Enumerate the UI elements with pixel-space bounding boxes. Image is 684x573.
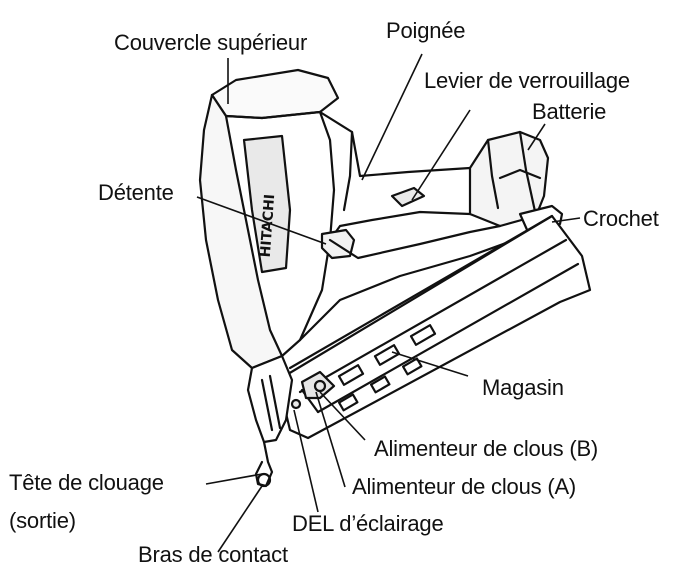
label-nose-head-exit: (sortie): [9, 508, 76, 533]
nose-shape: [246, 354, 294, 444]
label-trigger: Détente: [98, 180, 174, 205]
lock-lever-shape: [390, 186, 426, 208]
label-battery: Batterie: [532, 99, 607, 124]
label-handle: Poignée: [386, 18, 466, 43]
nail-feeder-shape: [300, 370, 336, 400]
led-light-shape: [290, 398, 302, 410]
label-hook: Crochet: [583, 206, 659, 231]
label-nail-feeder-a: Alimenteur de clous (A): [352, 474, 577, 499]
label-led-light: DEL d’éclairage: [292, 511, 444, 536]
top-cover-shape: [210, 68, 340, 120]
label-magazine: Magasin: [482, 375, 564, 400]
label-contact-arm: Bras de contact: [138, 542, 288, 567]
label-nail-feeder-b: Alimenteur de clous (B): [374, 436, 599, 461]
label-top-cover: Couvercle supérieur: [114, 30, 308, 55]
brand-panel: [242, 134, 292, 274]
label-lock-lever: Levier de verrouillage: [424, 68, 630, 93]
label-nose-head: Tête de clouage: [9, 470, 164, 495]
brand-logo: HITACHI: [258, 194, 278, 258]
